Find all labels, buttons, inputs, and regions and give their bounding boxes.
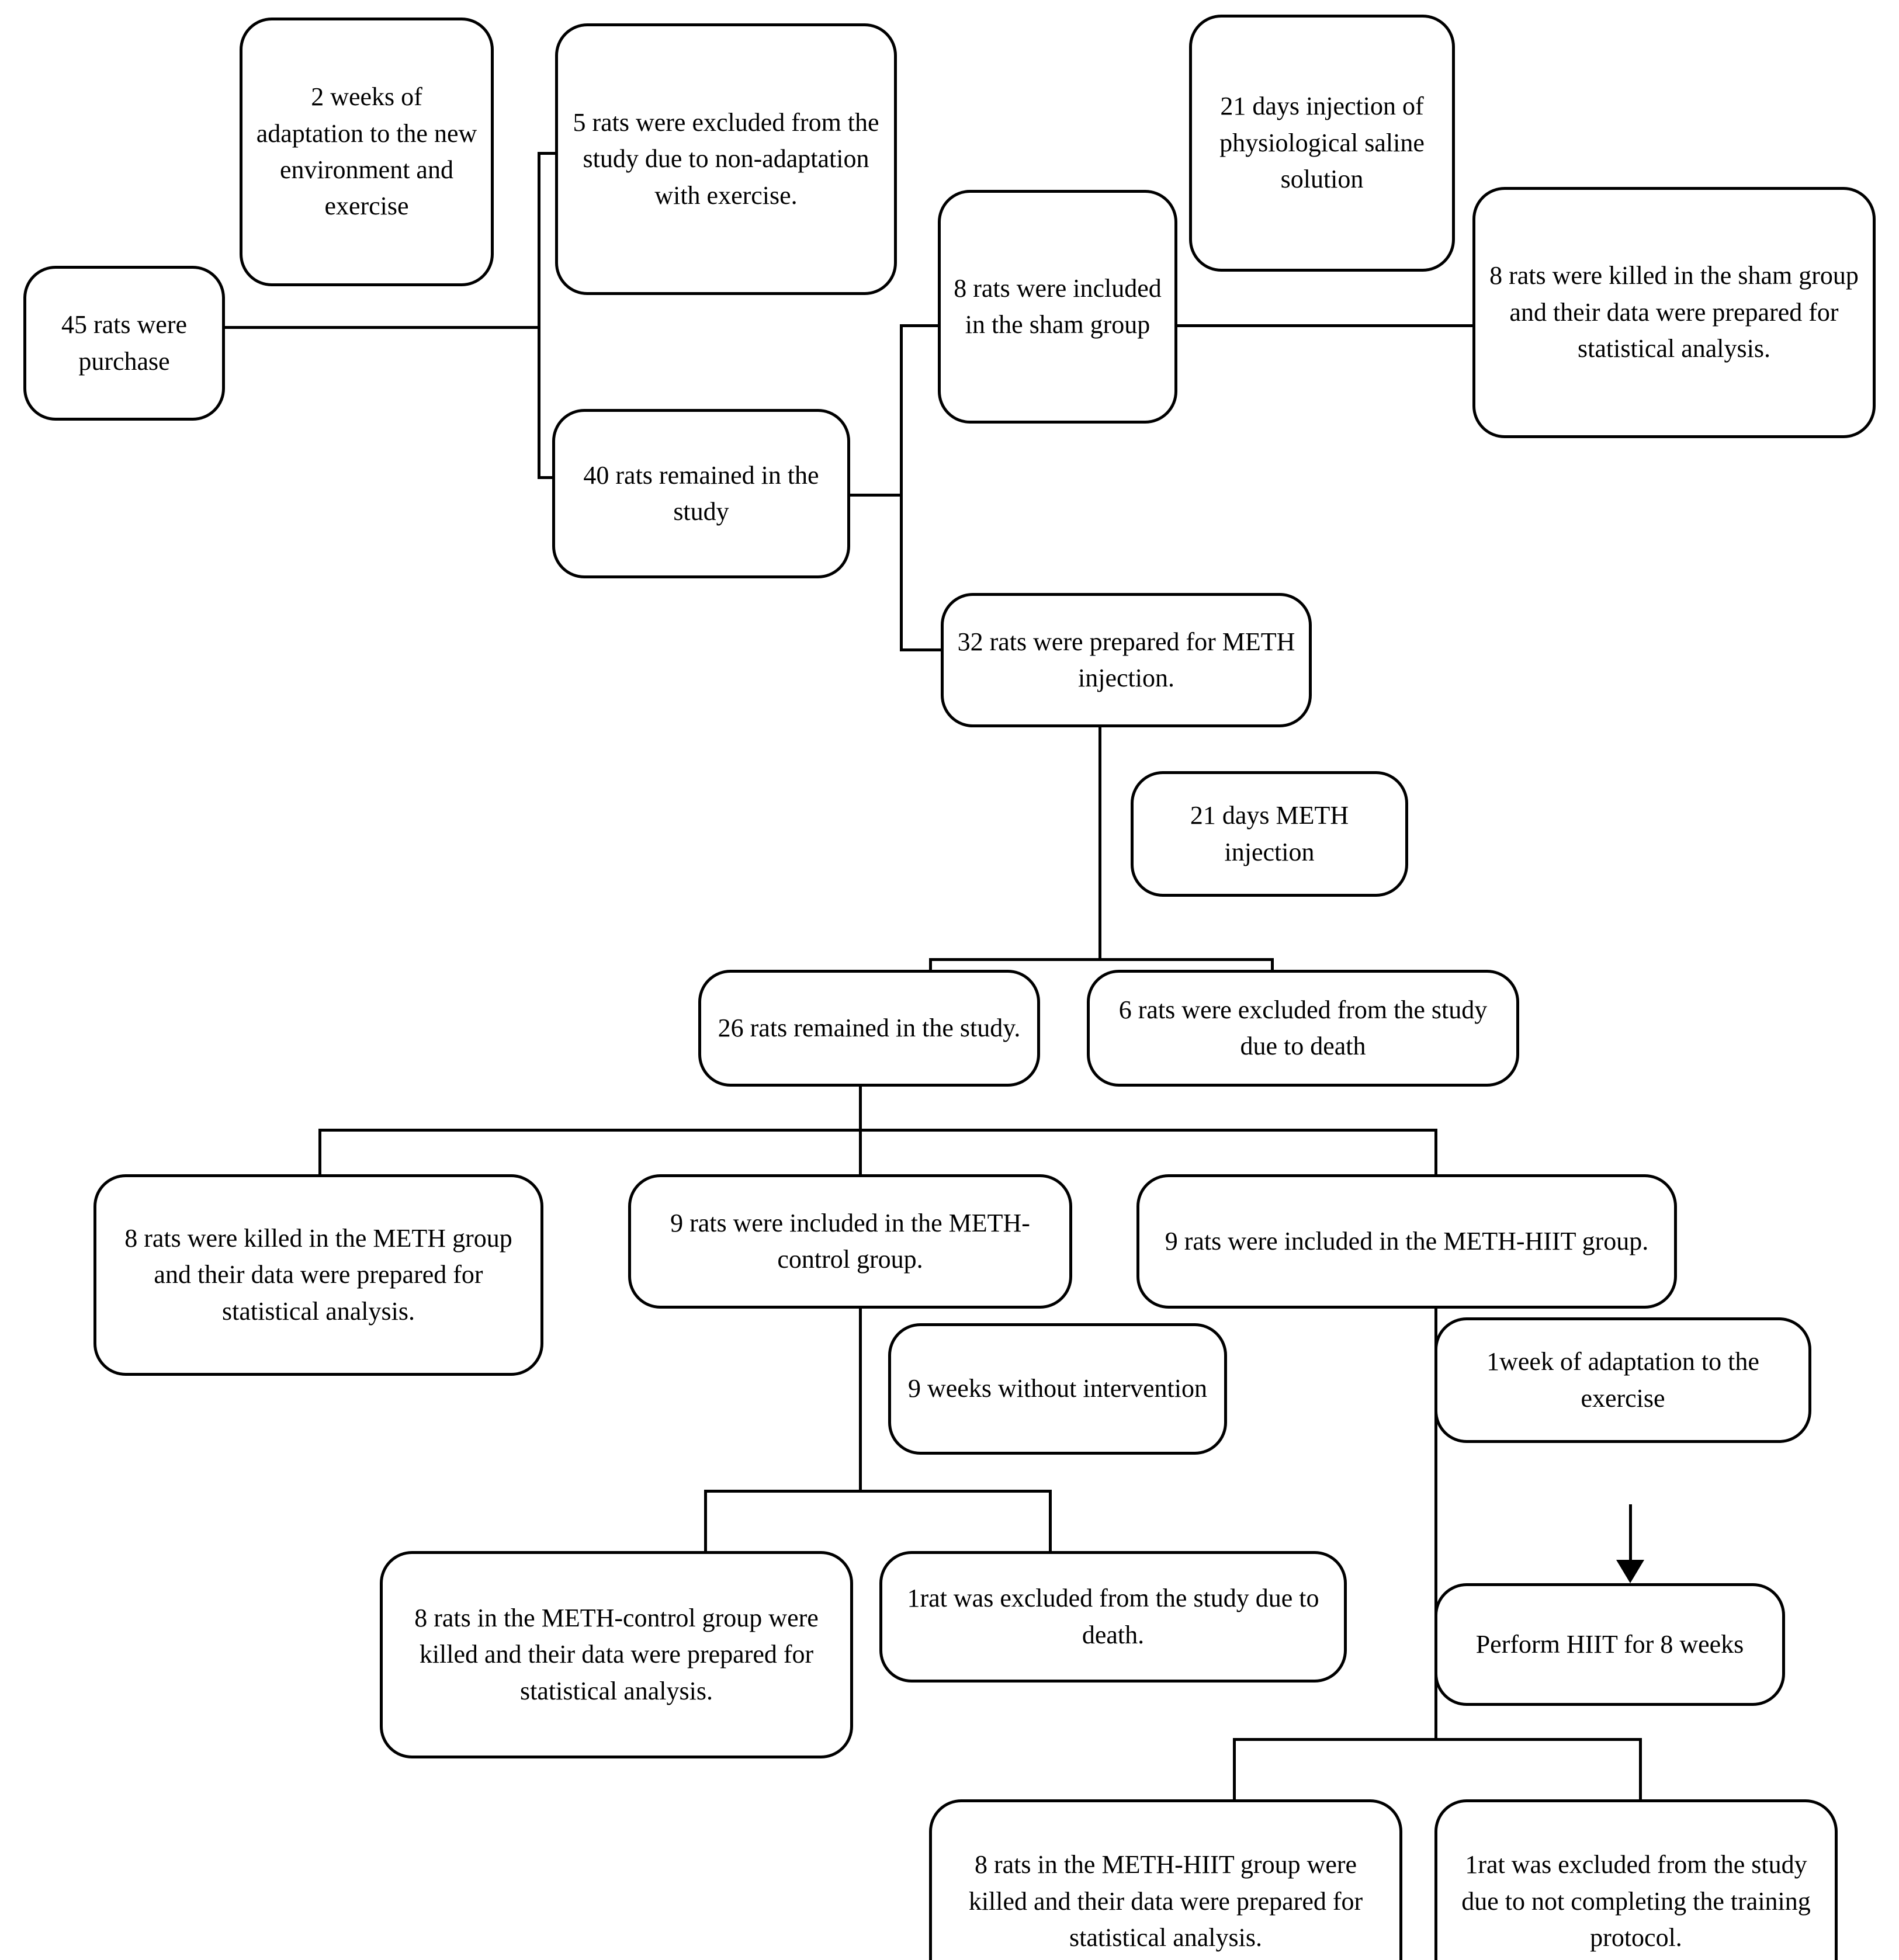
node-remained40-label: 40 rats remained in the study: [583, 460, 819, 526]
node-excluded1-death-label: 1rat was excluded from the study due to …: [907, 1584, 1319, 1649]
connector-split-bar-control: [704, 1490, 1052, 1493]
connector-split-bar-three: [318, 1129, 1437, 1132]
node-perform-hiit-label: Perform HIIT for 8 weeks: [1475, 1629, 1744, 1659]
connector-adapt1week-to-performhiit: [1629, 1504, 1632, 1569]
node-control-killed8-label: 8 rats in the METH-control group were ki…: [414, 1603, 819, 1705]
node-hiit-killed8[interactable]: 8 rats in the METH-HIIT group were kille…: [929, 1799, 1402, 1960]
node-adapt1week-label: 1week of adaptation to the exercise: [1486, 1347, 1759, 1413]
node-excluded1-protocol[interactable]: 1rat was excluded from the study due to …: [1434, 1799, 1838, 1960]
node-excluded1-protocol-label: 1rat was excluded from the study due to …: [1461, 1850, 1811, 1952]
connector-to-remained40: [538, 476, 558, 479]
node-remained26-label: 26 rats remained in the study.: [718, 1013, 1021, 1042]
arrow-head-perform-hiit: [1616, 1560, 1644, 1583]
node-methhiit9-label: 9 rats were included in the METH-HIIT gr…: [1165, 1226, 1649, 1255]
node-weeks9-label: 9 weeks without intervention: [907, 1374, 1207, 1403]
node-methcontrol9[interactable]: 9 rats were included in the METH-control…: [628, 1174, 1072, 1309]
connector-to-methprep32: [900, 648, 941, 651]
connector-remained26-down: [859, 1087, 862, 1130]
connector-remained40-out: [850, 494, 903, 497]
node-purchased[interactable]: 45 rats were purchase: [23, 266, 225, 421]
node-remained40[interactable]: 40 rats remained in the study: [552, 409, 850, 578]
node-adaptation[interactable]: 2 weeks of adaptation to the new environ…: [240, 18, 494, 286]
node-excluded1-death[interactable]: 1rat was excluded from the study due to …: [879, 1551, 1347, 1683]
node-control-killed8[interactable]: 8 rats in the METH-control group were ki…: [380, 1551, 853, 1758]
node-weeks9[interactable]: 9 weeks without intervention: [888, 1323, 1227, 1455]
connector-split-bar-meth: [929, 958, 1274, 961]
node-sham-killed8[interactable]: 8 rats were killed in the sham group and…: [1472, 187, 1876, 438]
node-adaptation-label: 2 weeks of adaptation to the new environ…: [256, 82, 477, 221]
node-methcontrol9-label: 9 rats were included in the METH-control…: [670, 1208, 1030, 1274]
node-excluded6-label: 6 rats were excluded from the study due …: [1118, 995, 1488, 1060]
connector-vertical-spine-1: [538, 152, 540, 479]
node-methprep32[interactable]: 32 rats were prepared for METH injection…: [941, 593, 1312, 727]
connector-purchased-to-junction: [225, 326, 540, 329]
node-saline21[interactable]: 21 days injection of physiological salin…: [1189, 15, 1455, 272]
connector-down-to-excluded1protocol: [1639, 1738, 1642, 1802]
connector-split-bar-hiit: [1233, 1738, 1642, 1741]
node-methprep32-label: 32 rats were prepared for METH injection…: [957, 627, 1295, 692]
connector-to-sham8: [900, 324, 938, 327]
node-purchased-label: 45 rats were purchase: [61, 310, 187, 376]
connector-vertical-spine-2: [900, 324, 903, 651]
node-saline21-label: 21 days injection of physiological salin…: [1219, 92, 1425, 194]
connector-methcontrol9-down: [859, 1271, 862, 1493]
connector-down-to-methkilled8: [318, 1129, 321, 1178]
node-sham8-label: 8 rats were included in the sham group: [954, 273, 1162, 339]
connector-down-to-excluded1death: [1049, 1490, 1052, 1557]
node-sham-killed8-label: 8 rats were killed in the sham group and…: [1489, 261, 1859, 363]
node-hiit-killed8-label: 8 rats in the METH-HIIT group were kille…: [968, 1850, 1363, 1952]
node-excluded5-label: 5 rats were excluded from the study due …: [573, 107, 879, 210]
node-meth-killed8[interactable]: 8 rats were killed in the METH group and…: [93, 1174, 543, 1376]
node-meth-killed8-label: 8 rats were killed in the METH group and…: [124, 1223, 512, 1326]
node-meth21[interactable]: 21 days METH injection: [1131, 771, 1408, 897]
connector-methhiit9-down: [1434, 1271, 1437, 1741]
connector-methprep32-down: [1098, 727, 1101, 961]
connector-to-excluded5: [538, 152, 555, 155]
node-sham8[interactable]: 8 rats were included in the sham group: [938, 190, 1177, 424]
connector-down-to-controlkilled8: [704, 1490, 707, 1557]
connector-down-to-methhiit9: [1434, 1129, 1437, 1178]
connector-down-to-methcontrol9: [859, 1129, 862, 1178]
connector-sham8-to-shamkilled: [1177, 324, 1472, 327]
node-meth21-label: 21 days METH injection: [1190, 801, 1349, 866]
node-excluded6[interactable]: 6 rats were excluded from the study due …: [1087, 970, 1519, 1087]
connector-down-to-hiitkilled8: [1233, 1738, 1236, 1802]
node-excluded5[interactable]: 5 rats were excluded from the study due …: [555, 23, 897, 295]
node-methhiit9[interactable]: 9 rats were included in the METH-HIIT gr…: [1136, 1174, 1677, 1309]
node-perform-hiit[interactable]: Perform HIIT for 8 weeks: [1434, 1583, 1785, 1706]
node-remained26[interactable]: 26 rats remained in the study.: [698, 970, 1040, 1087]
node-adapt1week[interactable]: 1week of adaptation to the exercise: [1434, 1317, 1811, 1443]
